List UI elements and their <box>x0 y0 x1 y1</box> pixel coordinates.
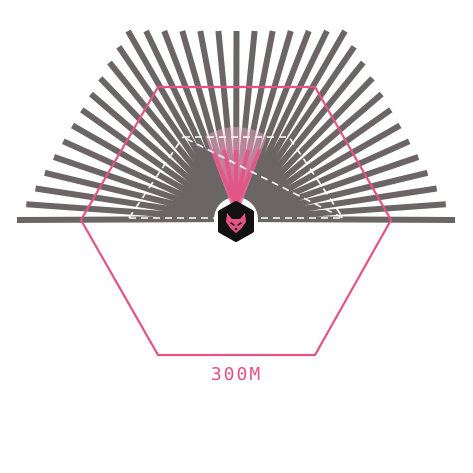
detection-ray <box>257 185 438 219</box>
detection-ray <box>254 138 411 213</box>
detection-ray <box>255 154 420 215</box>
detection-ray <box>53 154 217 215</box>
detection-ray <box>257 216 456 223</box>
detection-ray <box>125 29 228 202</box>
detection-ray <box>245 45 357 203</box>
focus-ray <box>234 149 262 206</box>
detection-ray <box>242 29 330 201</box>
detection-ray <box>116 45 227 203</box>
detection-ray <box>257 201 447 221</box>
detection-ray <box>89 91 222 207</box>
detection-ray <box>62 138 218 213</box>
detection-ray <box>71 122 219 211</box>
detection-ray <box>241 29 312 200</box>
inner-range-left-edge <box>128 136 184 219</box>
detection-ray <box>44 169 216 217</box>
detection-ray <box>256 169 429 217</box>
detection-ray <box>98 76 223 206</box>
detection-ray <box>161 29 231 200</box>
outer-range-hexagon <box>79 85 393 357</box>
detection-ray <box>26 201 215 221</box>
inner-range-hexagon <box>182 136 346 221</box>
focus-cone-rays <box>210 149 262 206</box>
detection-ray <box>253 122 402 211</box>
detection-ray <box>249 76 375 206</box>
detection-ray <box>16 216 215 223</box>
detection-ray <box>80 107 220 209</box>
detection-ray <box>252 107 393 209</box>
detection-ray <box>35 185 215 219</box>
detection-ray <box>244 29 348 202</box>
fox-head-hexagon-icon <box>218 201 254 242</box>
range-label: 300M <box>210 364 263 385</box>
detection-ray <box>247 60 366 204</box>
detection-ray <box>250 91 384 207</box>
detection-ray <box>143 29 230 201</box>
detection-ray <box>107 60 225 204</box>
